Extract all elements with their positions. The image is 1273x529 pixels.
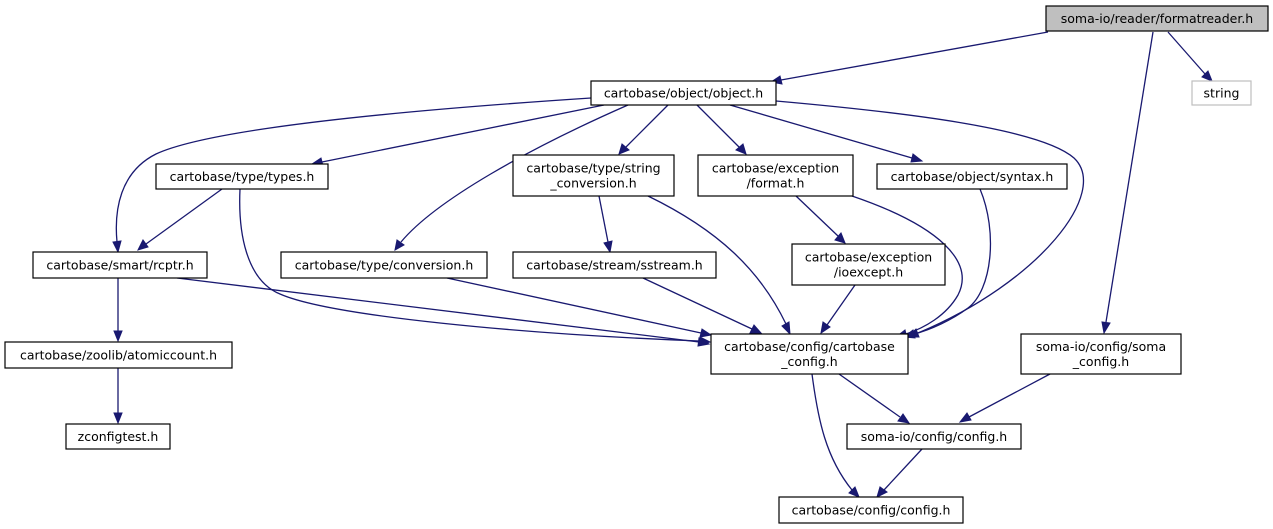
node-label: /ioexcept.h bbox=[834, 265, 903, 280]
node-box bbox=[846, 423, 1022, 450]
edge-formatreader-object bbox=[769, 31, 1049, 85]
node-label: soma-io/reader/formatreader.h bbox=[1061, 11, 1253, 26]
node-label: soma-io/config/soma bbox=[1036, 339, 1166, 354]
node-label: cartobase/type/conversion.h bbox=[295, 258, 474, 273]
node-box bbox=[710, 333, 909, 375]
node-syntax[interactable]: cartobase/object/syntax.h bbox=[876, 163, 1068, 190]
node-string[interactable]: string bbox=[1191, 80, 1252, 106]
edge-format-ioexcept bbox=[795, 195, 846, 244]
node-label: string bbox=[1204, 86, 1240, 101]
node-zconfigtest[interactable]: zconfigtest.h bbox=[65, 423, 171, 450]
edge-atomiccount-zconfigtest bbox=[113, 368, 123, 425]
node-label: /format.h bbox=[747, 176, 805, 191]
node-box bbox=[155, 163, 329, 190]
node-box bbox=[65, 423, 171, 450]
edge-formatreader-string bbox=[1167, 31, 1213, 82]
node-label: _conversion.h bbox=[549, 176, 636, 191]
node-box bbox=[280, 251, 488, 279]
node-label: cartobase/stream/sstream.h bbox=[526, 258, 702, 273]
node-label: zconfigtest.h bbox=[78, 429, 159, 444]
node-box bbox=[1020, 333, 1182, 375]
node-box bbox=[876, 163, 1068, 190]
node-soma-config[interactable]: soma-io/config/soma_config.h bbox=[1020, 333, 1182, 375]
node-string-conversion[interactable]: cartobase/type/string_conversion.h bbox=[512, 154, 675, 197]
node-ioexcept[interactable]: cartobase/exception/ioexcept.h bbox=[791, 243, 946, 286]
node-box bbox=[590, 80, 777, 106]
node-label: cartobase/config/config.h bbox=[792, 503, 951, 518]
node-label: cartobase/exception bbox=[805, 250, 932, 265]
edge-ioexcept-cartobase-config bbox=[820, 284, 856, 335]
node-format[interactable]: cartobase/exception/format.h bbox=[697, 154, 854, 197]
edge-formatreader-soma-config bbox=[1101, 31, 1154, 335]
node-rcptr[interactable]: cartobase/smart/rcptr.h bbox=[32, 251, 208, 279]
edge-object-conversion bbox=[394, 104, 629, 251]
edge-string-conversion-cartobase-config bbox=[647, 195, 791, 336]
node-label: cartobase/object/syntax.h bbox=[891, 169, 1054, 184]
edge-object-syntax bbox=[729, 104, 924, 163]
node-atomiccount[interactable]: cartobase/zoolib/atomiccount.h bbox=[4, 341, 233, 369]
node-label: cartobase/config/cartobase bbox=[724, 339, 895, 354]
node-formatreader[interactable]: soma-io/reader/formatreader.h bbox=[1045, 5, 1269, 32]
node-box bbox=[1045, 5, 1269, 32]
node-label: soma-io/config/config.h bbox=[861, 429, 1007, 444]
edge-object-format bbox=[696, 104, 747, 155]
edge-string-conversion-sstream bbox=[598, 195, 613, 254]
edge-soma-config-somaio-config bbox=[958, 373, 1051, 423]
node-label: cartobase/type/types.h bbox=[170, 169, 315, 184]
node-label: _config.h bbox=[1072, 354, 1129, 369]
node-cartobase-config[interactable]: cartobase/config/cartobase_config.h bbox=[710, 333, 909, 375]
edge-cartobase-config-config bbox=[811, 373, 860, 498]
node-types[interactable]: cartobase/type/types.h bbox=[155, 163, 329, 190]
node-box bbox=[4, 341, 233, 369]
edge-somaio-config-config bbox=[876, 448, 923, 498]
node-box bbox=[1191, 80, 1252, 106]
node-sstream[interactable]: cartobase/stream/sstream.h bbox=[512, 251, 717, 279]
node-box bbox=[512, 251, 717, 279]
node-label: cartobase/object/object.h bbox=[604, 86, 763, 101]
edge-object-rcptr bbox=[112, 97, 592, 254]
edge-object-cartobase-config bbox=[775, 100, 1085, 338]
node-somaio-config[interactable]: soma-io/config/config.h bbox=[846, 423, 1022, 450]
node-label: cartobase/exception bbox=[712, 161, 839, 176]
node-conversion[interactable]: cartobase/type/conversion.h bbox=[280, 251, 488, 279]
node-box bbox=[512, 154, 675, 197]
node-box bbox=[32, 251, 208, 279]
node-box bbox=[697, 154, 854, 197]
node-label: cartobase/zoolib/atomiccount.h bbox=[20, 348, 217, 363]
edge-conversion-cartobase-config bbox=[446, 277, 713, 338]
edge-cartobase-config-somaio-config bbox=[838, 373, 911, 424]
edge-rcptr-cartobase-config bbox=[176, 277, 711, 347]
nodes: soma-io/reader/formatreader.h cartobase/… bbox=[4, 5, 1269, 524]
node-box bbox=[778, 496, 964, 524]
node-label: cartobase/type/string bbox=[526, 161, 660, 176]
node-box bbox=[791, 243, 946, 286]
edge-rcptr-atomiccount bbox=[113, 278, 123, 343]
node-object[interactable]: cartobase/object/object.h bbox=[590, 80, 777, 106]
node-label: cartobase/smart/rcptr.h bbox=[46, 258, 193, 273]
edge-sstream-cartobase-config bbox=[642, 277, 763, 334]
edge-object-string-conversion bbox=[618, 104, 669, 155]
node-label: _config.h bbox=[780, 354, 837, 369]
node-config[interactable]: cartobase/config/config.h bbox=[778, 496, 964, 524]
edge-types-rcptr bbox=[137, 188, 223, 251]
